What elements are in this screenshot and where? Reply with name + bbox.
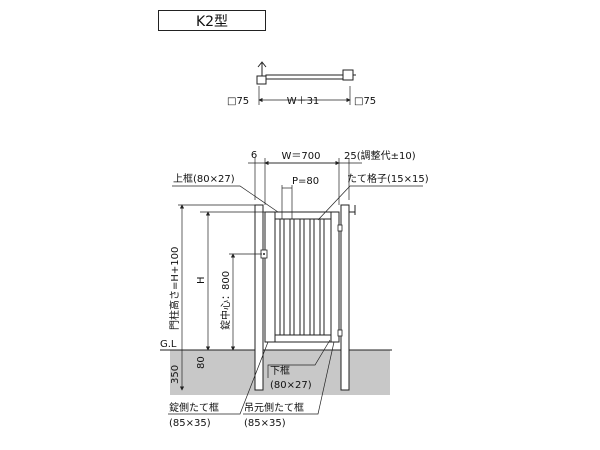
right-post xyxy=(340,204,350,391)
post-height-label: 門柱高さ=H+100 xyxy=(168,247,181,330)
bar xyxy=(289,218,295,336)
bar xyxy=(309,218,315,336)
lock-side-frame-leader xyxy=(168,341,269,415)
plan-view: □75 W＋31 □75 xyxy=(227,61,376,107)
plan-left-post xyxy=(256,75,267,85)
hinge-side-frame-leader xyxy=(243,341,335,415)
hinge-icon xyxy=(337,224,343,232)
left-post xyxy=(254,204,264,391)
pitch-label: P=80 xyxy=(292,176,319,187)
hinge-side-frame xyxy=(330,211,340,343)
plan-width-label: W＋31 xyxy=(287,96,320,107)
lower-frame-name: 下框 xyxy=(270,364,290,377)
lower-frame-leader xyxy=(267,339,331,378)
model-title: K2型 xyxy=(158,10,266,31)
lock-side-frame xyxy=(264,211,276,343)
hinge-side-frame-size: (85×35) xyxy=(244,418,286,429)
lock-side-frame-name: 錠側たて框 xyxy=(169,401,219,414)
lock-side-frame-size: (85×35) xyxy=(169,418,211,429)
dim-80-label: 80 xyxy=(196,356,207,369)
hinge-icon xyxy=(337,329,343,337)
vertical-bars xyxy=(279,218,325,336)
gap-label: 6 xyxy=(251,150,257,161)
front-view: 6 W＝700 25(調整代±10) P=80 上框(80×27) たて格子(1… xyxy=(160,149,429,429)
vertical-bars-label: たて格子(15×15) xyxy=(347,172,429,185)
hinge-side-frame-name: 吊元側たて框 xyxy=(244,401,304,414)
bar xyxy=(299,218,305,336)
swing-arrow-icon xyxy=(257,61,267,77)
bar xyxy=(279,218,285,336)
vertical-bars-leader xyxy=(317,185,423,221)
dim-350-label: 350 xyxy=(170,365,181,384)
lower-frame-size: (80×27) xyxy=(270,380,312,391)
bar xyxy=(319,218,325,336)
plan-right-post xyxy=(342,69,354,81)
upper-frame-leader xyxy=(172,185,279,213)
adjust-label: 25(調整代±10) xyxy=(344,149,416,162)
plan-left-post-label: □75 xyxy=(227,96,249,107)
width-label: W＝700 xyxy=(282,151,321,162)
lock-center-label: 錠中心：800 xyxy=(219,271,232,330)
plan-door-leaf xyxy=(265,74,344,80)
plan-right-post-label: □75 xyxy=(354,96,376,107)
upper-frame-label: 上框(80×27) xyxy=(173,172,235,185)
lower-frame xyxy=(274,334,332,343)
gl-label: G.L xyxy=(160,339,177,350)
h-label: H xyxy=(196,276,207,284)
ground-area xyxy=(170,350,390,395)
